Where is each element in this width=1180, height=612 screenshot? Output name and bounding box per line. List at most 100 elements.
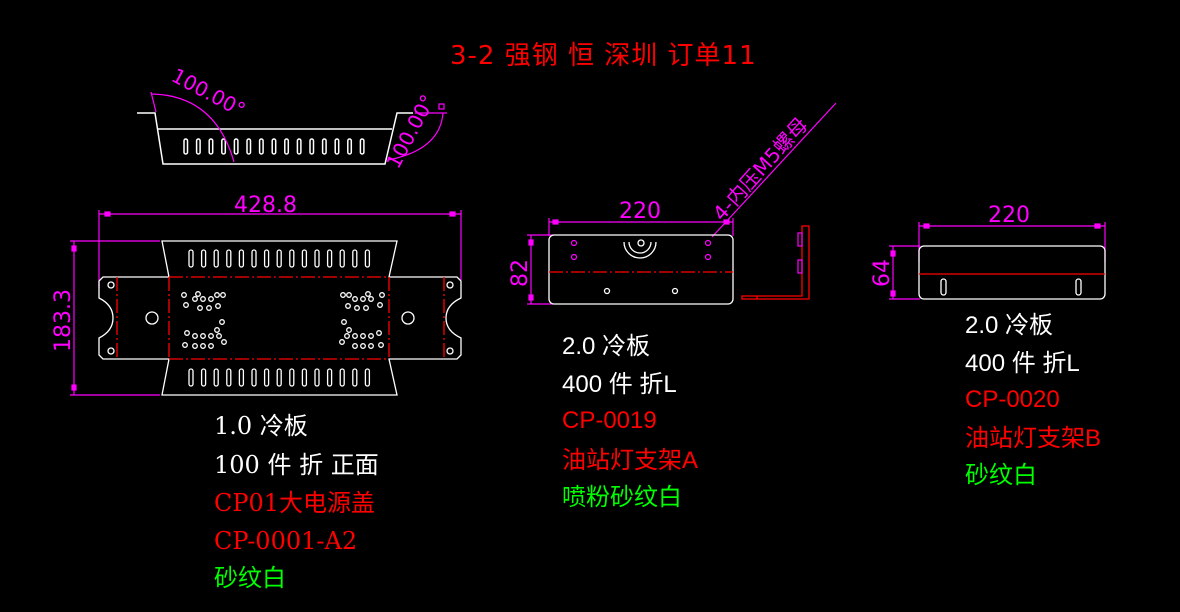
part3-height-label: 64	[870, 259, 895, 287]
part1-quantity: 100 件 折 正面	[214, 451, 379, 479]
vent-hole	[181, 292, 187, 298]
part2-width-label: 220	[619, 199, 661, 224]
vent-hole	[192, 296, 198, 302]
top-flange-slot	[188, 249, 194, 268]
vent-hole	[208, 333, 214, 339]
vent-hole	[365, 291, 371, 297]
part1-name: CP01大电源盖	[214, 489, 376, 517]
bottom-flange-slot	[200, 368, 207, 387]
vent-hole	[344, 333, 350, 339]
part3-dim-width	[918, 222, 1106, 262]
part1-code: CP-0001-A2	[214, 527, 358, 555]
bottom-flange-slot	[364, 368, 371, 387]
vent-hole	[200, 343, 206, 349]
vent-hole	[360, 343, 366, 349]
vent-hole	[346, 327, 352, 333]
part3-outline	[918, 245, 1106, 300]
vent-hole	[197, 305, 203, 311]
side-slot	[334, 138, 340, 155]
vent-hole	[215, 303, 221, 309]
vent-hole	[340, 292, 346, 298]
side-slot	[359, 138, 365, 155]
top-flange-slot	[314, 249, 320, 268]
part1-material: 1.0 冷板	[214, 412, 308, 440]
bottom-flange-slot	[226, 368, 232, 387]
vent-hole	[339, 339, 345, 345]
bottom-flange-slot	[188, 368, 194, 387]
vent-hole	[352, 343, 358, 349]
vent-hole	[378, 342, 384, 348]
vent-hole	[214, 292, 220, 298]
part2-material: 2.0 冷板	[562, 333, 651, 360]
part1-flat-outline	[98, 240, 462, 396]
vent-hole	[192, 343, 198, 349]
part3-name: 油站灯支架B	[965, 425, 1102, 452]
top-flange-slot	[251, 249, 257, 268]
part2-callout-leader	[711, 102, 837, 238]
side-slot	[183, 138, 189, 155]
side-slot	[321, 138, 327, 155]
vent-hole	[220, 292, 226, 298]
top-flange-slot	[364, 249, 371, 268]
bottom-flange-slot	[263, 368, 270, 387]
bottom-flange-slot	[352, 368, 358, 387]
vent-hole	[363, 305, 369, 311]
side-slot	[221, 138, 227, 155]
vent-hole	[184, 330, 190, 336]
vent-hole	[346, 292, 352, 298]
top-flange-slot	[200, 249, 207, 268]
vent-hole	[221, 339, 227, 345]
vent-hole	[214, 327, 220, 333]
vent-hole	[200, 333, 206, 339]
angle-right-label: 100.00°	[381, 90, 440, 172]
vent-hole	[208, 296, 214, 302]
part2-side-view	[741, 225, 810, 300]
part1-finish: 砂纹白	[214, 564, 286, 592]
vent-hole	[341, 319, 347, 325]
bottom-flange-slot	[326, 368, 333, 387]
part3-finish: 砂纹白	[965, 462, 1037, 489]
bottom-flange-slot	[289, 368, 295, 387]
vent-hole	[354, 305, 360, 311]
side-slot	[347, 138, 353, 155]
bottom-flange-slot	[314, 368, 320, 387]
bottom-flange-slot	[213, 368, 219, 387]
vent-hole	[352, 333, 358, 339]
top-flange-slot	[226, 249, 232, 268]
vent-hole	[368, 343, 374, 349]
top-flange-slot	[238, 249, 245, 268]
part2-side-nuts	[797, 232, 803, 274]
vent-hole	[182, 342, 188, 348]
side-slot	[284, 138, 290, 155]
top-flange-slot	[339, 249, 345, 268]
side-slot	[246, 138, 252, 155]
part2-height-label: 82	[508, 259, 533, 287]
angle-left-label: 100.00°	[168, 63, 250, 122]
part2-quantity: 400 件 折L	[562, 371, 677, 398]
part1-bend-lines	[116, 276, 445, 360]
part3-code: CP-0020	[965, 386, 1060, 413]
top-flange-slot	[352, 249, 358, 268]
part2-finish: 喷粉砂纹白	[562, 484, 682, 511]
top-flange-slot	[213, 249, 219, 268]
part2-holes	[570, 239, 712, 261]
vent-hole	[208, 343, 214, 349]
side-slot	[258, 138, 264, 155]
bottom-flange-slot	[276, 368, 282, 387]
vent-hole	[377, 302, 383, 308]
part2-code: CP-0019	[562, 407, 657, 434]
part2-callout-label: 4-内压M5螺母	[708, 113, 813, 226]
part1-width-label: 428.8	[234, 193, 297, 218]
vent-hole	[206, 305, 212, 311]
bottom-flange-slot	[339, 368, 345, 387]
vent-hole	[368, 333, 374, 339]
top-flange-slot	[276, 249, 282, 268]
top-flange-slot	[263, 249, 270, 268]
top-flange-slot	[289, 249, 295, 268]
top-flange-slot	[301, 249, 308, 268]
part1-dim-width	[98, 210, 462, 288]
vent-hole	[352, 296, 358, 302]
side-slot	[233, 138, 239, 155]
vent-hole	[183, 302, 189, 308]
vent-hole	[379, 292, 385, 298]
